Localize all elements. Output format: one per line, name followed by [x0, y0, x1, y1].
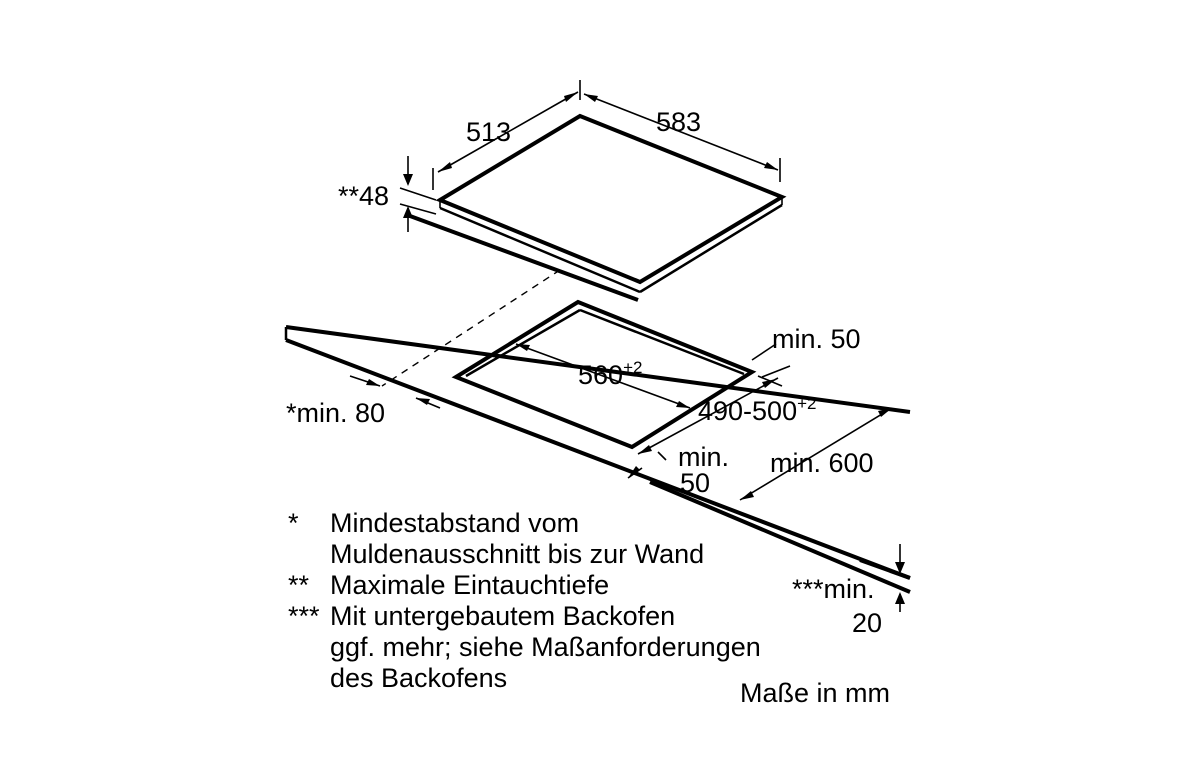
footnote-2-mark: **: [288, 570, 310, 600]
footnotes: * Mindestabstand vom Muldenausschnitt bi…: [288, 508, 761, 694]
hob-width-label: 513: [466, 117, 511, 147]
footnote-1-line-1: Mindestabstand vom: [330, 508, 580, 538]
footnote-3-line-3: des Backofens: [330, 663, 508, 693]
front-clearance-label-1: min.: [678, 442, 729, 472]
footnote-2: ** Maximale Eintauchtiefe: [288, 570, 761, 601]
worktop-thickness-label-2: 20: [852, 608, 882, 638]
front-clearance-dimension: [627, 451, 667, 479]
worktop-drawing: [284, 325, 911, 594]
footnote-3-mark: ***: [288, 601, 320, 631]
projection-line: [381, 269, 561, 387]
rear-clearance-dimension: [751, 343, 791, 378]
footnote-3: *** Mit untergebautem Backofen ggf. mehr…: [288, 601, 761, 694]
footnote-1: * Mindestabstand vom Muldenausschnitt bi…: [288, 508, 761, 570]
worktop-depth-label: min. 600: [770, 448, 874, 478]
footnote-3-line-2: ggf. mehr; siehe Maßanforderungen: [330, 632, 761, 662]
worktop-depth-dimension: [739, 407, 893, 501]
hob-depth-dimension: [583, 93, 781, 182]
hob-height-label: **48: [338, 181, 389, 211]
rear-clearance-label: min. 50: [772, 324, 861, 354]
footnote-3-line-1: Mit untergebautem Backofen: [330, 601, 676, 631]
hob-drawing: [409, 113, 787, 302]
footnote-1-mark: *: [288, 508, 299, 538]
worktop-thickness-label-1: ***min.: [792, 574, 875, 604]
cutout-width-value: 560: [578, 360, 623, 390]
cutout-depth-tolerance: +2: [797, 394, 816, 413]
side-clearance-dimension: [349, 375, 441, 409]
cutout-depth-value: 490-500: [698, 396, 797, 426]
cutout-width-dimension: [515, 343, 691, 409]
hob-depth-label: 583: [656, 107, 701, 137]
side-clearance-label: *min. 80: [286, 398, 385, 428]
front-clearance-label-2: 50: [680, 468, 710, 498]
cutout-drawing: [451, 299, 757, 450]
cutout-width-tolerance: +2: [623, 358, 642, 377]
hob-width-dimension: [432, 80, 581, 190]
units-label: Maße in mm: [740, 678, 891, 708]
worktop-thickness-dimension: [895, 544, 905, 612]
hob-height-dimension: [399, 156, 437, 232]
cutout-depth-dimension: [637, 375, 783, 455]
footnote-2-line-1: Maximale Eintauchtiefe: [330, 570, 610, 600]
cutout-depth-label: 490-500+2: [698, 394, 816, 426]
cutout-width-label: 560+2: [578, 358, 642, 390]
footnote-1-line-2: Muldenausschnitt bis zur Wand: [330, 539, 705, 569]
